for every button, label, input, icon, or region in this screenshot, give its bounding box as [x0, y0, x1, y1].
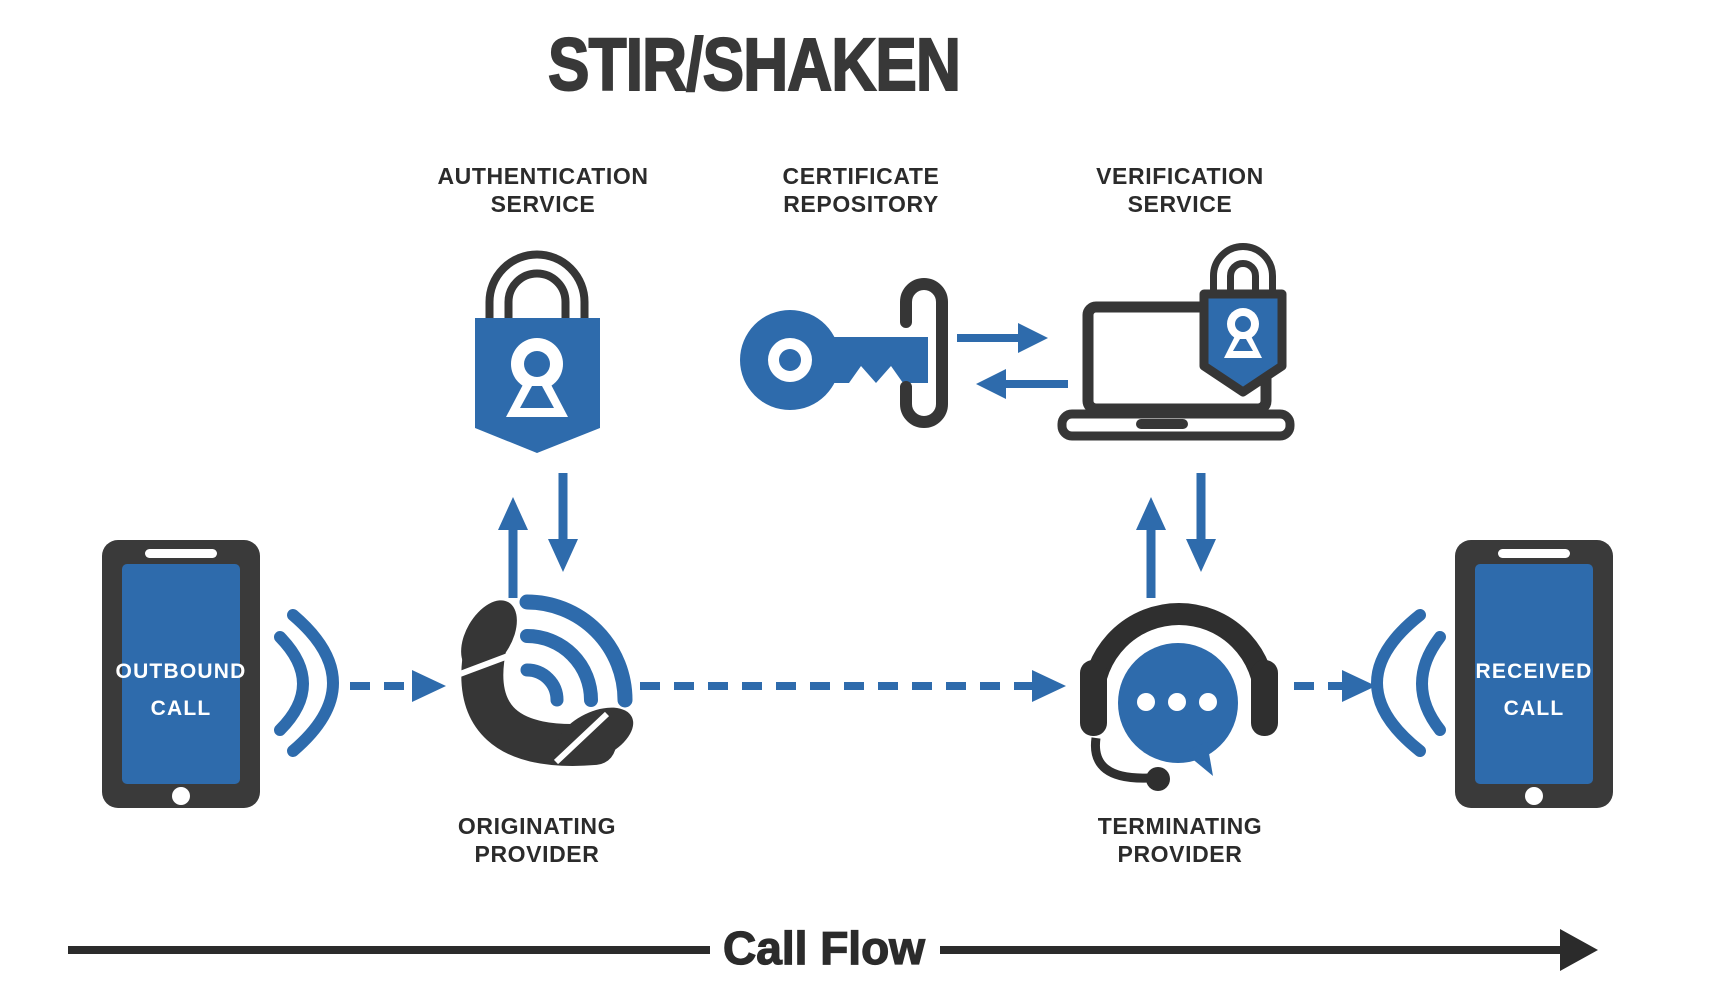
- outgoing-sound-waves-icon: [274, 609, 339, 757]
- verification-service-label: VERIFICATION SERVICE: [1096, 163, 1264, 217]
- originating-provider-label: ORIGINATING PROVIDER: [457, 813, 617, 867]
- originating-authentication-arrows: [498, 473, 578, 598]
- terminating-provider-label: TERMINATING PROVIDER: [1097, 813, 1263, 867]
- call-flow-dashed-arrows: [350, 670, 1376, 702]
- certificate-repository-label: CERTIFICATE REPOSITORY: [782, 163, 940, 217]
- support-headset-icon: [1080, 603, 1278, 791]
- page-title: STIR/SHAKEN: [509, 22, 1000, 107]
- incoming-sound-waves-icon: [1371, 609, 1446, 757]
- call-flow-axis-arrow: [68, 929, 1598, 971]
- repository-exchange-arrows: [957, 323, 1068, 399]
- outbound-smartphone-icon: [102, 540, 260, 808]
- authentication-service-label: AUTHENTICATION SERVICE: [437, 163, 649, 217]
- call-flow-label: Call Flow: [722, 921, 925, 974]
- key-icon: [740, 278, 948, 428]
- padlock-shield-icon: [475, 250, 600, 453]
- page-title-text: STIR/SHAKEN: [547, 22, 962, 107]
- terminating-verification-arrows: [1136, 473, 1216, 598]
- outbound-call-label: OUTBOUND CALL: [115, 660, 247, 720]
- phone-handset-icon: [458, 594, 634, 766]
- received-smartphone-icon: [1455, 540, 1613, 808]
- laptop-padlock-icon: [1057, 243, 1295, 441]
- received-call-label: RECEIVED CALL: [1475, 660, 1593, 720]
